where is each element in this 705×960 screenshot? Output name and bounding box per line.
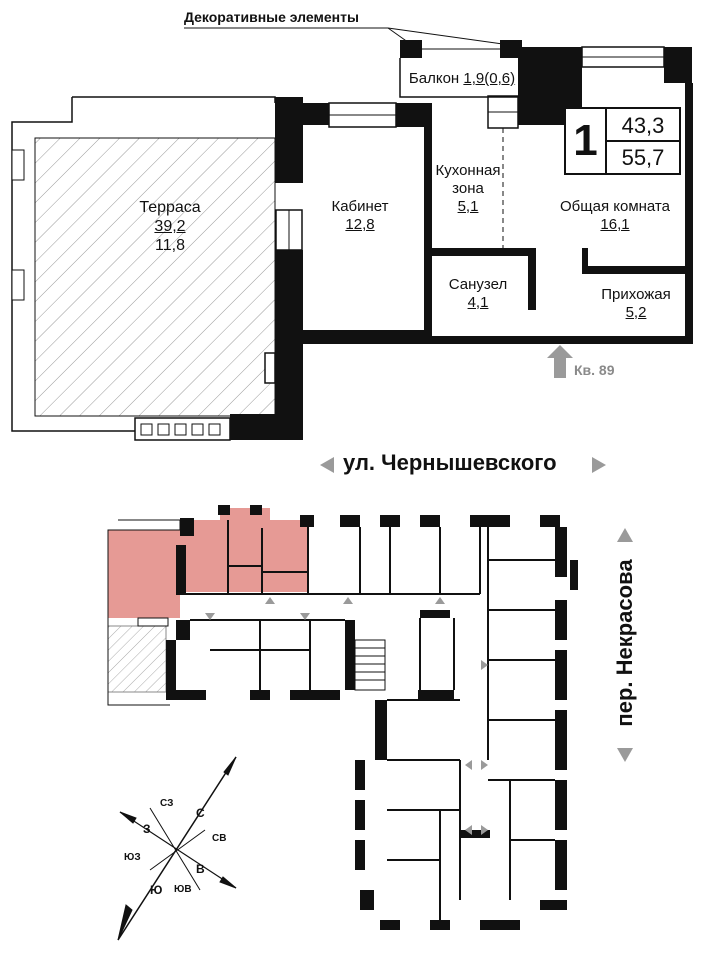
compass-north: С bbox=[196, 806, 205, 820]
living-name: Общая комната bbox=[560, 198, 670, 215]
compass-southeast: ЮВ bbox=[174, 884, 192, 895]
summary-box bbox=[564, 107, 681, 175]
street-left-arrow-icon bbox=[320, 457, 334, 473]
rooms-count: 1 bbox=[573, 116, 598, 165]
compass bbox=[117, 756, 237, 941]
hallway-label: Прихожая 5,2 bbox=[590, 286, 682, 322]
kitchen-name-l2: зона bbox=[452, 180, 484, 197]
decor-label: Декоративные элементы bbox=[184, 9, 359, 25]
hallway-area: 5,2 bbox=[625, 304, 647, 321]
compass-northeast: СВ bbox=[212, 833, 227, 844]
hallway-name: Прихожая bbox=[601, 286, 671, 303]
compass-southwest: ЮЗ bbox=[124, 852, 141, 863]
kitchen-label: Кухонная зона 5,1 bbox=[428, 162, 508, 216]
compass-east: В bbox=[196, 862, 205, 876]
total-area: 55,7 bbox=[621, 145, 665, 170]
neighbor-terrace bbox=[107, 625, 167, 693]
street-name-top: ул. Чернышевского bbox=[343, 450, 557, 475]
compass-south: Ю bbox=[150, 883, 163, 897]
corridor-arrows-icon bbox=[205, 597, 488, 835]
decor-leader bbox=[184, 27, 511, 46]
side-street-up-arrow-icon bbox=[617, 528, 633, 542]
street-name-side: пер. Некрасова bbox=[612, 559, 637, 727]
study-label: Кабинет 12,8 bbox=[315, 198, 405, 234]
kitchen-area: 5,1 bbox=[457, 198, 479, 215]
balcony-name: Балкон bbox=[408, 70, 460, 87]
bathroom-name: Санузел bbox=[448, 276, 508, 293]
balcony-outline bbox=[399, 48, 518, 98]
bathroom-area: 4,1 bbox=[467, 294, 489, 311]
study-name: Кабинет bbox=[331, 198, 389, 215]
compass-west: З bbox=[143, 822, 151, 836]
terrace-label: Терраса 39,2 11,8 bbox=[120, 198, 220, 255]
bathroom-label: Санузел 4,1 bbox=[438, 276, 518, 312]
balcony-area: 1,9(0,6) bbox=[463, 70, 516, 87]
kitchen-name-l1: Кухонная bbox=[435, 162, 501, 179]
windows bbox=[264, 46, 665, 384]
street-right-arrow-icon bbox=[592, 457, 606, 473]
compass-northwest: СЗ bbox=[160, 798, 174, 809]
stairwell bbox=[354, 639, 386, 691]
study-area: 12,8 bbox=[345, 216, 375, 233]
building-plan bbox=[107, 457, 633, 930]
terrace-name: Терраса bbox=[139, 199, 201, 216]
entrance-arrow-icon bbox=[547, 345, 573, 378]
side-street-down-arrow-icon bbox=[617, 748, 633, 762]
highlighted-apartment bbox=[108, 508, 308, 618]
terrace-area-reduced: 11,8 bbox=[155, 237, 185, 254]
balcony-label: Балкон 1,9(0,6) bbox=[402, 70, 522, 88]
living-area-total: 43,3 bbox=[621, 113, 665, 138]
living-area: 16,1 bbox=[600, 216, 630, 233]
living-label: Общая комната 16,1 bbox=[545, 198, 685, 234]
apartment-number: Кв. 89 bbox=[574, 362, 615, 378]
terrace bbox=[11, 96, 276, 441]
walls bbox=[230, 40, 693, 440]
terrace-area: 39,2 bbox=[154, 218, 186, 235]
